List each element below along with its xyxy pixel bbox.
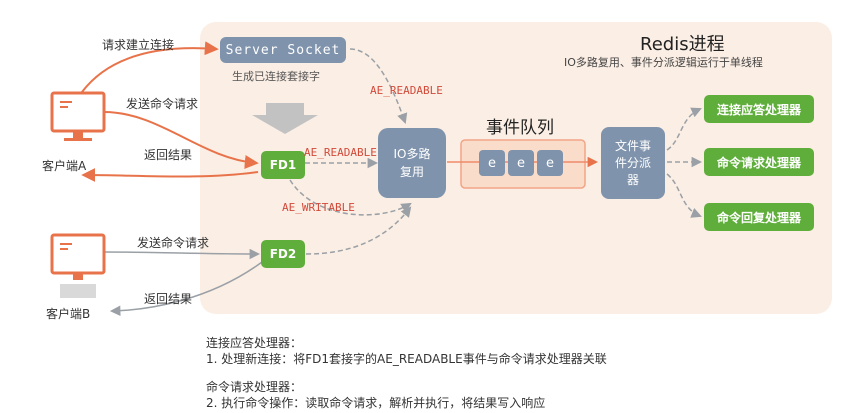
arrow-connect-request: [81, 41, 219, 93]
label-send-cmd-a: 发送命令请求: [126, 97, 199, 111]
label-return-a: 返回结果: [144, 148, 193, 162]
process-subtitle: IO多路复用、事件分派逻辑运行于单线程: [564, 56, 763, 69]
handler-connect-accept: 连接应答处理器: [704, 95, 814, 123]
arrow-send-cmd-b: [103, 248, 261, 260]
queue-event-item: e: [479, 150, 505, 176]
server-socket-caption: 生成已连接套接字: [232, 70, 320, 83]
process-title: Redis进程: [640, 34, 725, 55]
create-fd-arrow: [252, 103, 318, 134]
server-socket-box: Server Socket: [220, 37, 346, 63]
note-line-1: 1. 处理新连接：将FD1套接字的AE_READABLE事件与命令请求处理器关联: [206, 352, 607, 366]
note-line-2: 2. 执行命令操作：读取命令请求，解析并执行，将结果写入响应: [206, 396, 546, 410]
client-a-monitor-icon: [50, 91, 106, 141]
queue-event-item: e: [508, 150, 534, 176]
arrow-return-b: [109, 261, 263, 317]
io-multiplexer-box: IO多路 复用: [378, 128, 446, 198]
client-b-label: 客户端B: [46, 307, 91, 321]
client-a-label: 客户端A: [42, 159, 87, 173]
arrow-send-cmd-a: [103, 111, 259, 169]
fd1-box: FD1: [261, 151, 305, 179]
note-heading-2: 命令请求处理器：: [206, 380, 303, 394]
label-send-cmd-b: 发送命令请求: [137, 236, 210, 250]
label-connect-request: 请求建立连接: [102, 38, 175, 52]
event-readable-top: AE_READABLE: [370, 84, 443, 97]
note-heading-1: 连接应答处理器：: [206, 336, 303, 350]
fd2-box: FD2: [261, 240, 305, 268]
event-dispatcher-box: 文件事 件分派 器: [601, 127, 665, 199]
label-return-b: 返回结果: [144, 292, 193, 306]
handler-command-request: 命令请求处理器: [704, 148, 814, 176]
client-b-monitor-icon: [50, 233, 106, 298]
arrow-return-a: [81, 168, 259, 183]
handler-command-reply: 命令回复处理器: [704, 203, 814, 231]
event-writable-fd1: AE_WRITABLE: [282, 201, 355, 214]
event-queue-title: 事件队列: [486, 118, 554, 138]
queue-event-item: e: [537, 150, 563, 176]
event-readable-fd1: AE_READABLE: [304, 146, 377, 159]
